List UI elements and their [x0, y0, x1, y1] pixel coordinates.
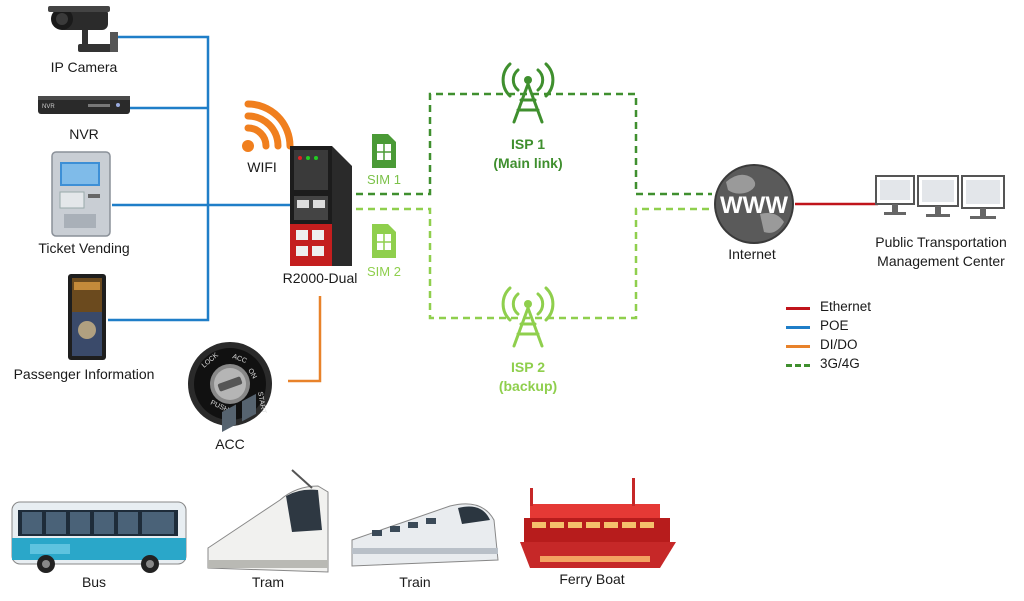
ferry-boat-icon	[520, 478, 676, 568]
train-icon	[351, 503, 499, 567]
tram-label: Tram	[251, 574, 285, 590]
bus-icon	[11, 501, 187, 573]
legend-poe-label: POE	[820, 318, 849, 333]
www-text: WWW	[720, 192, 788, 219]
acc-start-text: START	[256, 391, 267, 415]
wifi-label: WIFI	[247, 159, 277, 175]
center-label-line1: Public Transportation	[875, 234, 1007, 250]
sim2-label: SIM 2	[367, 264, 401, 279]
ip-camera-icon	[48, 6, 118, 52]
internet-label: Internet	[728, 246, 776, 262]
isp2-title: ISP 2	[511, 359, 545, 375]
tram-icon	[207, 393, 329, 573]
passenger-info-label: Passenger Information	[13, 366, 155, 382]
legend-dido-label: DI/DO	[820, 337, 858, 352]
legend-ethernet-swatch	[786, 307, 810, 310]
center-label-line2: Management Center	[877, 253, 1005, 269]
nvr-icon: NVR	[38, 96, 130, 114]
isp2-link	[356, 207, 712, 320]
isp1-title: ISP 1	[511, 136, 545, 152]
bus-label: Bus	[81, 574, 107, 590]
legend-ethernet-label: Ethernet	[820, 299, 872, 314]
acc-label: ACC	[215, 436, 245, 452]
ticket-vending-label: Ticket Vending	[38, 240, 130, 256]
poe-line-camera-passenger	[108, 35, 210, 322]
ferry-label: Ferry Boat	[559, 571, 625, 587]
passenger-info-icon	[68, 274, 106, 360]
wifi-icon	[242, 100, 294, 152]
isp2-subtitle: (backup)	[498, 378, 558, 394]
management-center-computers-icon	[875, 175, 1005, 219]
sim1-icon	[372, 134, 396, 168]
router-label: R2000-Dual	[282, 270, 358, 286]
router-icon	[290, 146, 352, 266]
legend-poe-swatch	[786, 326, 810, 329]
isp1-tower-icon	[501, 62, 555, 124]
sim2-icon	[372, 224, 396, 258]
train-label: Train	[399, 574, 431, 590]
sim1-label: SIM 1	[367, 172, 401, 187]
nvr-label: NVR	[69, 126, 99, 142]
nvr-badge: NVR	[42, 104, 55, 110]
isp2-tower-icon	[501, 286, 555, 348]
ticket-vending-icon	[51, 151, 111, 237]
legend-3g4g-label: 3G/4G	[820, 356, 860, 371]
isp1-subtitle: (Main link)	[493, 155, 563, 171]
acc-acc-text: ACC	[231, 353, 247, 365]
legend-dido-swatch	[786, 345, 810, 348]
ip-camera-label: IP Camera	[50, 59, 118, 75]
internet-globe-icon: WWW	[714, 164, 794, 244]
acc-on-text: ON	[246, 368, 257, 381]
dido-line-acc	[288, 296, 322, 383]
legend-3g4g-swatch	[786, 364, 810, 367]
poe-connections	[108, 35, 290, 322]
